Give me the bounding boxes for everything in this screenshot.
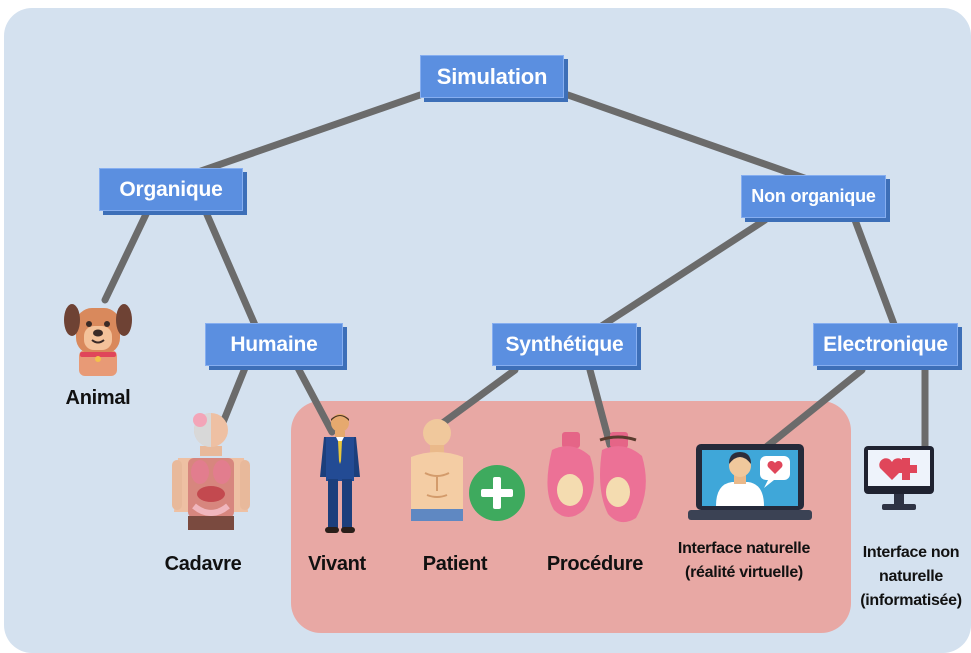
label-interface-non-naturelle-line-1: Interface non [862, 544, 960, 561]
edge-humaine-cadavre [218, 364, 249, 429]
dog-icon [64, 304, 132, 376]
label-cadavre: Cadavre [164, 553, 242, 575]
label-interface-non-naturelle-line-2: naturelle [879, 568, 943, 585]
node-synthetique: Synthétique [492, 323, 637, 366]
node-humaine: Humaine [205, 323, 343, 366]
label-interface-non-naturelle-line-3: (informatisée) [860, 592, 962, 609]
edge-synthetique-patient [436, 366, 519, 429]
edge-electronique-interface-naturelle [756, 366, 866, 456]
businessman-icon [320, 414, 360, 533]
label-interface-non-naturelle: Interface non naturelle (informatisée) [851, 541, 971, 613]
label-interface-naturelle-line-2: (réalité virtuelle) [685, 564, 803, 581]
edge-synthetique-procedure [586, 366, 614, 449]
node-non-organique: Non organique [741, 175, 886, 218]
edge-non-organique-synthetique [596, 216, 769, 331]
label-interface-naturelle: Interface naturelle (réalité virtuelle) [656, 537, 832, 585]
edge-humaine-vivant [294, 364, 336, 436]
edge-simulation-organique [171, 91, 424, 184]
edge-simulation-non-organique [564, 91, 814, 184]
label-vivant: Vivant [308, 553, 366, 575]
node-electronique: Electronique [813, 323, 958, 366]
computer-heart-icon [864, 446, 934, 510]
anatomy-torso-icon [172, 413, 250, 530]
label-interface-naturelle-line-1: Interface naturelle [677, 540, 811, 557]
node-simulation: Simulation [420, 55, 564, 98]
virtual-doctor-laptop-icon [688, 444, 812, 520]
label-patient: Patient [422, 553, 488, 575]
edge-organique-humaine [201, 206, 259, 329]
label-animal: Animal [65, 387, 131, 409]
organ-models-icon [547, 432, 646, 523]
label-procedure: Procédure [546, 553, 644, 575]
patient-plus-icon [411, 419, 525, 521]
node-organique: Organique [99, 168, 243, 211]
edge-non-organique-electronique [851, 216, 899, 331]
edge-organique-animal [101, 206, 152, 304]
